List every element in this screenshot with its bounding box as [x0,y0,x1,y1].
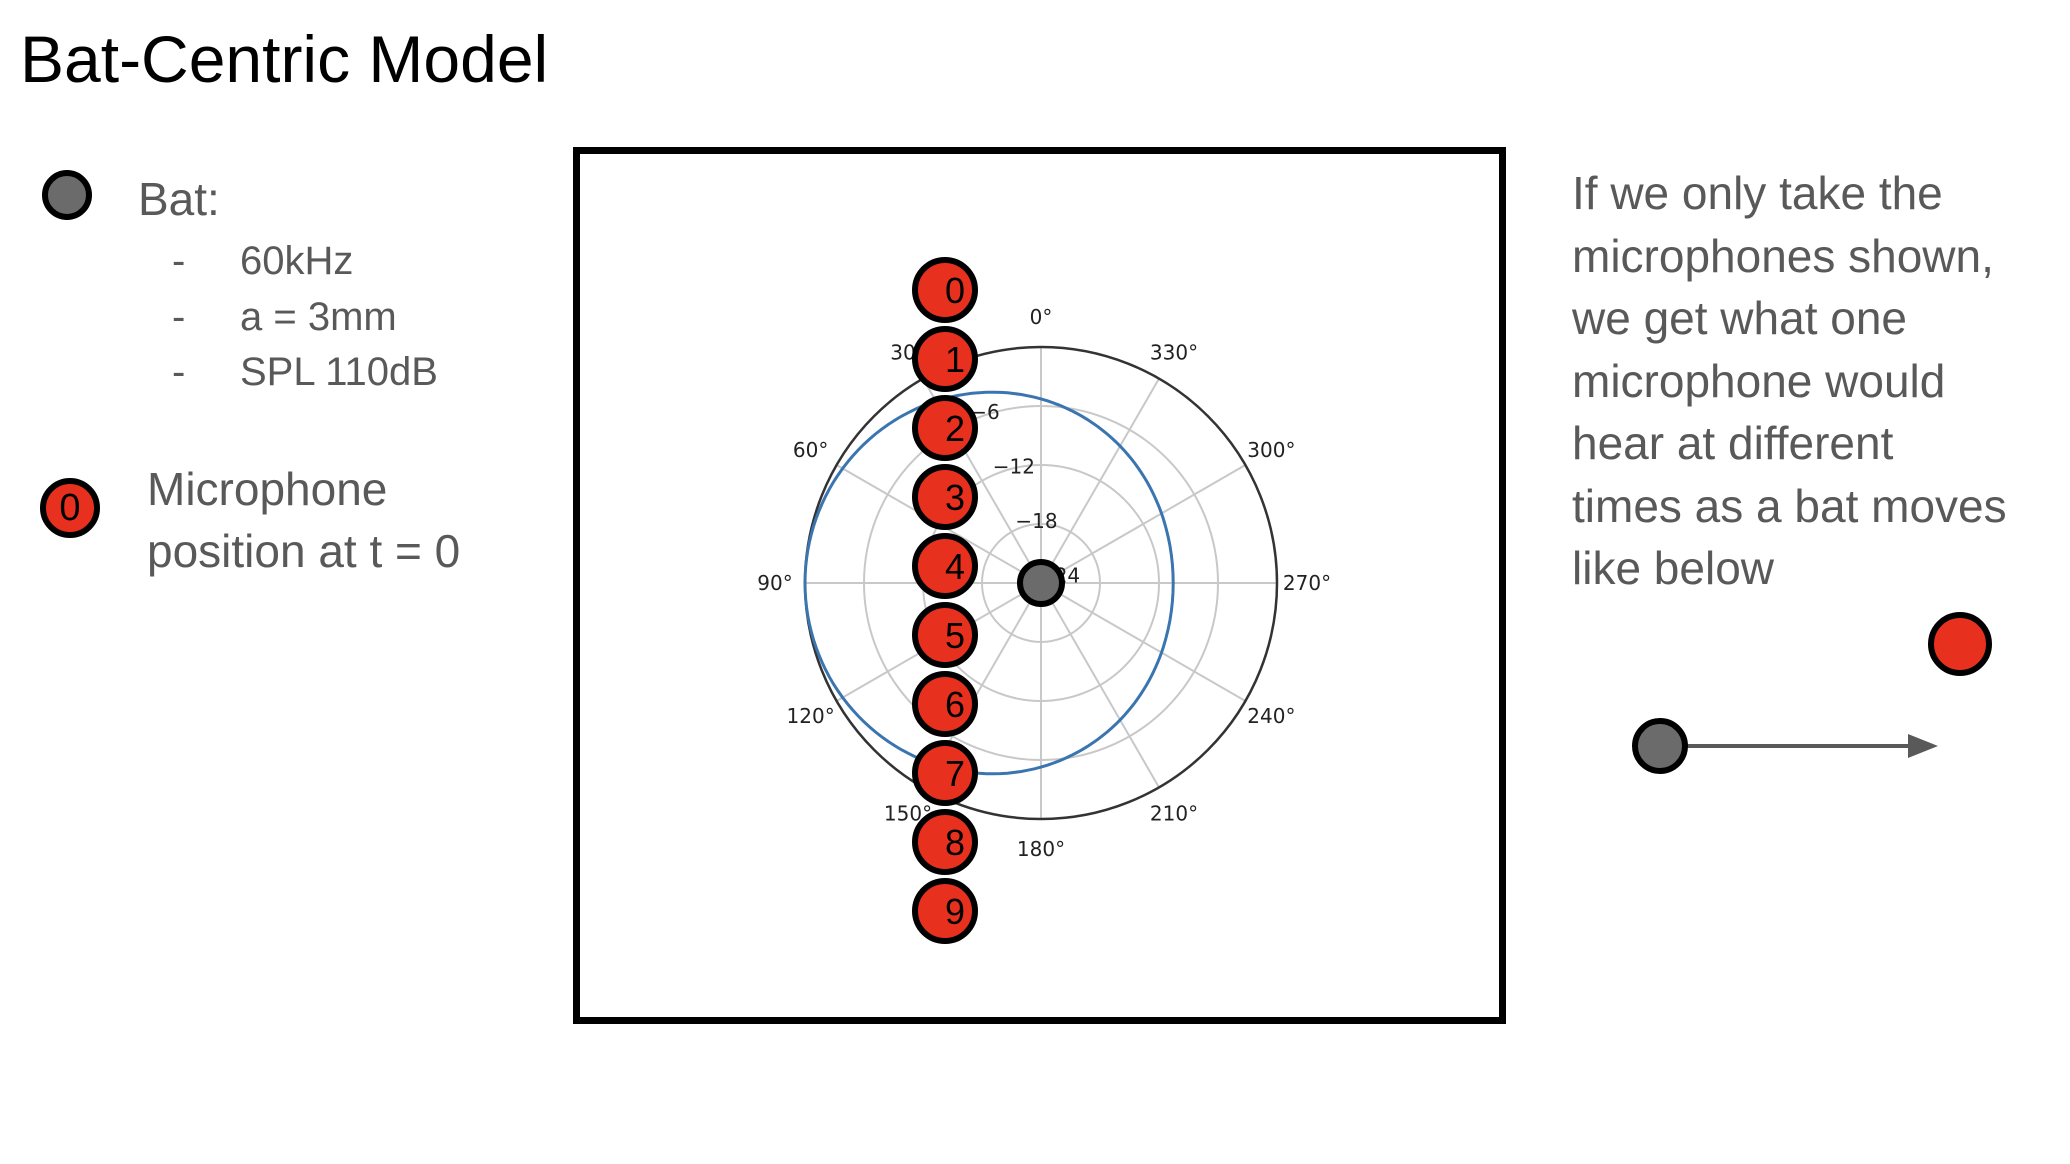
microphone-number-label: 3 [945,477,965,518]
microphone-icon [912,257,978,323]
microphone-icon [912,602,978,668]
moving-bat-icon [1632,718,1688,774]
polar-grid-spoke [1040,464,1246,584]
arrow-right-icon [1908,734,1938,758]
slide-title: Bat-Centric Model [20,22,549,96]
microphone-number-label: 4 [945,546,965,587]
angle-label: 240° [1247,704,1295,728]
microphone-number-label: 7 [945,753,965,794]
bat-icon [1017,559,1065,607]
microphone-legend-label: Microphone position at t = 0 [147,458,460,582]
angle-label: 0° [1030,305,1053,329]
plot-frame [573,147,1506,1024]
angle-label: 120° [787,704,835,728]
microphone-icon [912,326,978,392]
microphone-number-label: 2 [945,408,965,449]
polar-grid-spoke [1040,378,1160,584]
microphone-icon [912,878,978,944]
explanation-line: times as a bat moves [1572,479,2007,532]
explanation-line: hear at different [1572,417,1894,469]
bat-spec-spl: SPL 110dB [240,350,438,394]
microphone-number-label: 1 [945,339,965,380]
explanation-line: If we only take the [1572,167,1943,219]
bat-spec-frequency: 60kHz [240,239,354,283]
angle-label: 90° [757,571,792,595]
polar-grid-spoke [1040,582,1246,702]
directivity-curve [803,390,1175,776]
list-dash: - [172,239,186,283]
explanation-line: like below [1572,542,1774,594]
microphone-legend-line: position at t = 0 [147,525,461,577]
list-dash: - [172,350,186,394]
list-dash: - [172,294,186,339]
radial-label: −18 [1015,509,1057,533]
explanation-line: microphone would [1572,354,1946,407]
angle-label: 180° [1017,837,1065,861]
bat-legend-icon [42,170,92,220]
microphone-number-label: 0 [945,270,965,311]
explanation-line: we get what one [1572,292,1908,344]
microphone-number-label: 8 [945,822,965,863]
microphone-icon [912,533,978,599]
microphone-icon [1928,612,1992,676]
bat-legend-label: Bat: [138,173,220,225]
angle-label: 300° [1247,438,1295,462]
explanation-line: microphones shown, [1572,229,1994,282]
microphone-legend-line: Microphone [147,463,388,515]
microphone-icon [912,395,978,461]
microphone-legend-icon: 0 [40,478,100,538]
angle-label: 60° [793,438,828,462]
microphone-number-label: 9 [945,891,965,932]
radial-label: −12 [993,455,1035,479]
angle-label: 210° [1150,801,1198,825]
microphone-number-label: 5 [945,615,965,656]
microphone-icon [912,671,978,737]
microphone-icon [912,464,978,530]
microphone-icon [912,809,978,875]
angle-label: 270° [1283,571,1331,595]
bat-spec-radius: a = 3mm [240,294,397,339]
bat-motion-diagram [1632,612,1992,774]
polar-grid-spoke [1040,582,1160,788]
explanation-text: If we only take the microphones shown, w… [1572,162,2007,600]
microphone-icon [912,740,978,806]
angle-label: 330° [1150,341,1198,365]
microphone-number-label: 6 [945,684,965,725]
